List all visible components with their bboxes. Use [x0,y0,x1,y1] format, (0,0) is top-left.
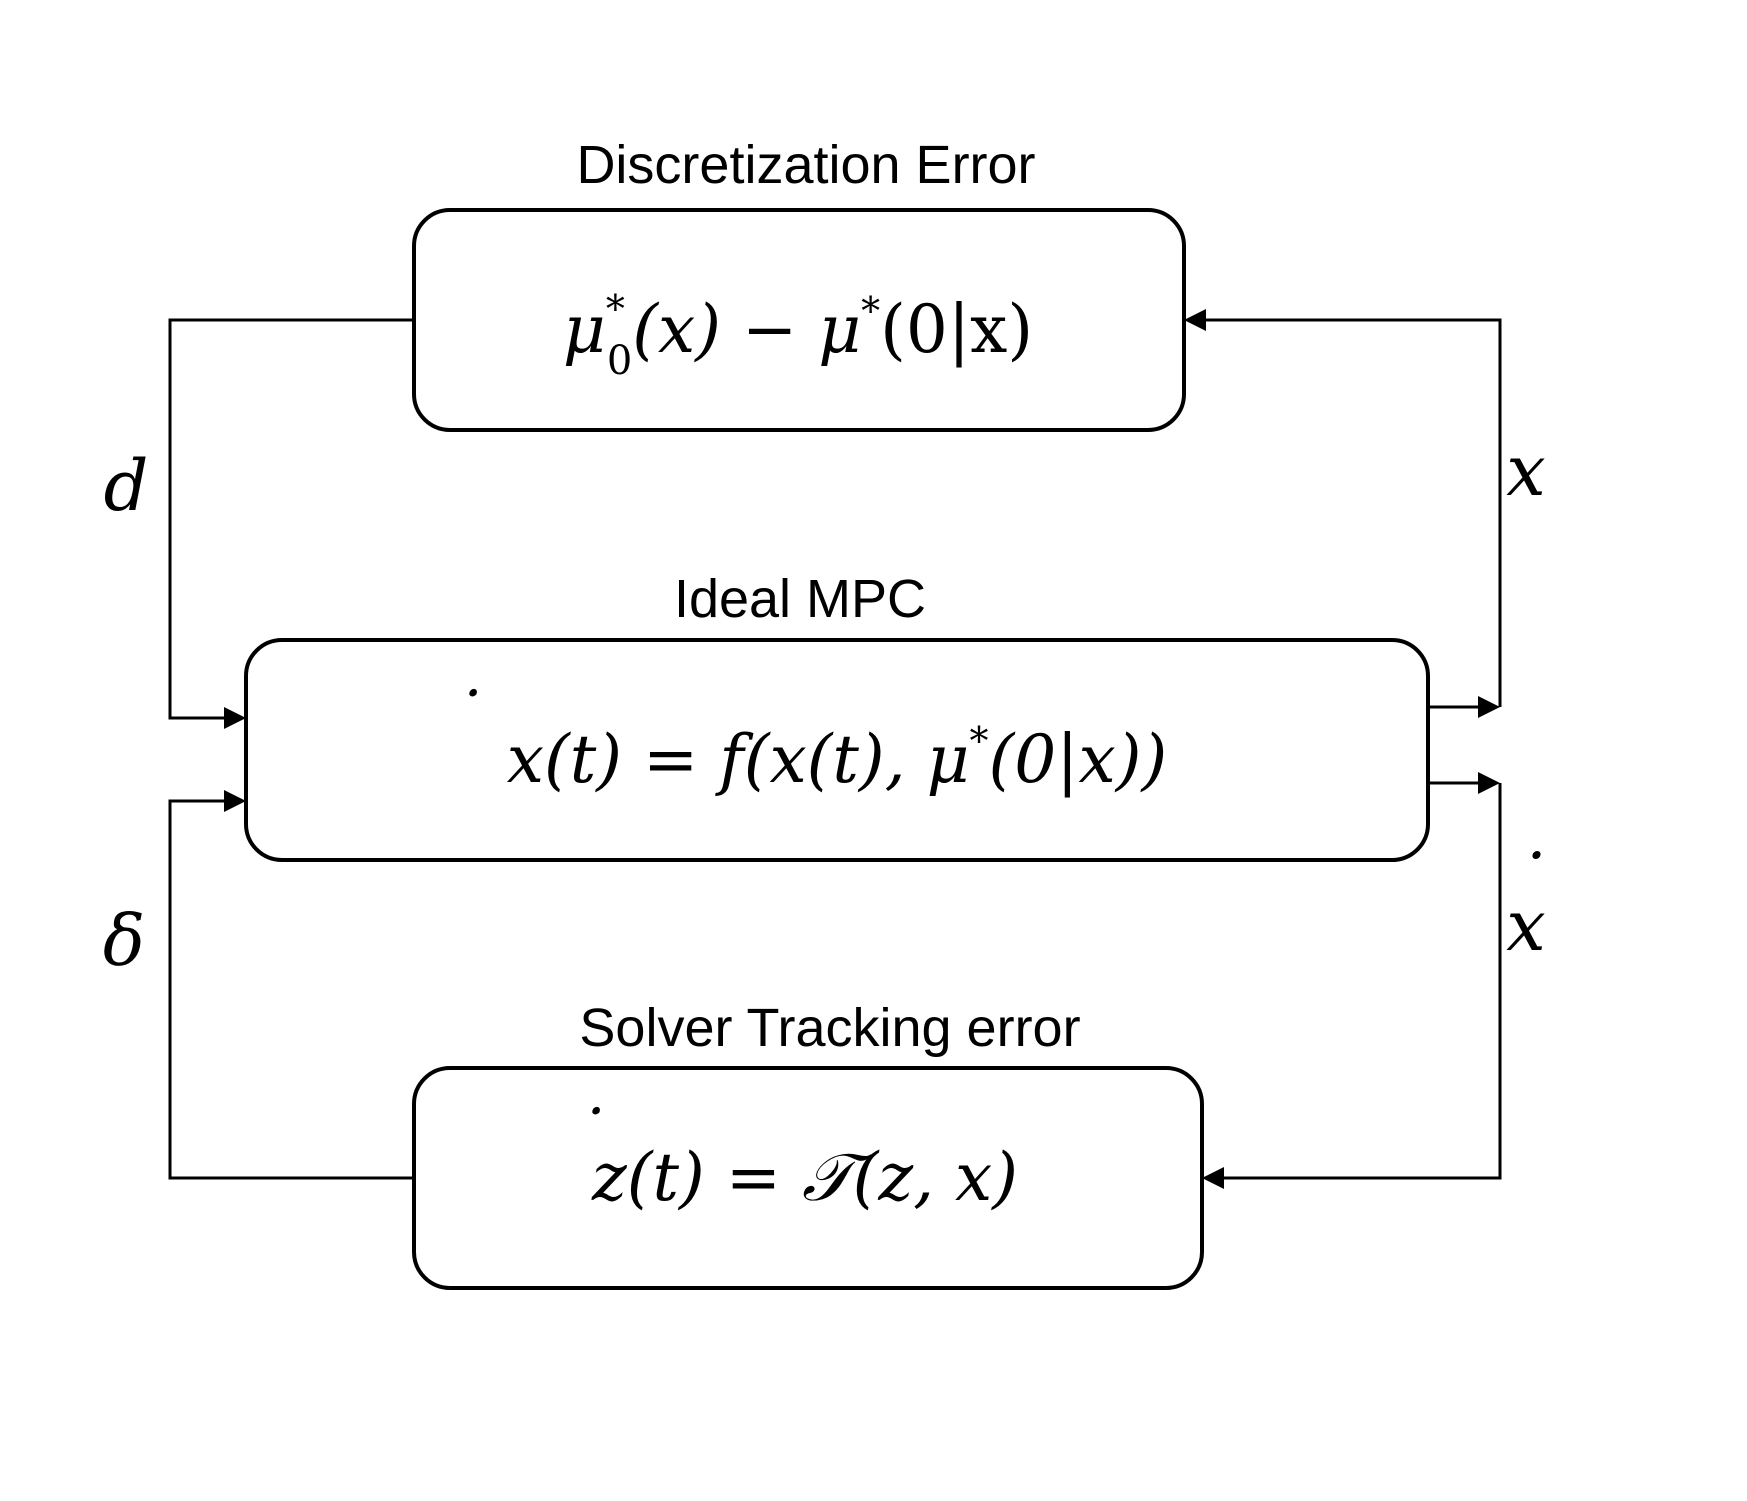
ideal-mpc-equation-dot: ˙ [451,679,484,756]
x-signal-wire [1204,318,1502,707]
ideal-mpc-title: Ideal MPC [674,569,926,629]
xdot-signal-dot: ˙ [1513,840,1548,922]
xdot-arrowhead [1202,1167,1224,1189]
ideal-mpc-block [244,638,1430,862]
delta-signal-label: δ [103,900,145,982]
discretization-error-title: Discretization Error [576,135,1035,195]
xdot-signal-wire [1222,783,1502,1180]
d-arrowhead [224,707,246,729]
d-signal-label: d [104,445,149,527]
solver-tracking-equation: z(t) = 𝒯(z, x) [591,1139,1018,1216]
ideal-mpc-equation: x(t) = f(x(t), μ*(0|x)) [507,719,1168,798]
x-signal-label: x [1506,430,1545,512]
xdot-signal-label: x [1506,885,1545,967]
solver-tracking-equation-dot: ˙ [574,1097,607,1174]
x-arrowhead [1184,309,1206,331]
solver-tracking-error-title: Solver Tracking error [579,998,1080,1058]
x-output-arrowhead [1478,696,1500,718]
delta-signal-wire [168,799,414,1180]
d-signal-wire [168,318,414,720]
discretization-error-equation: μ*0(x) − μ*(0|x) [563,287,1033,384]
delta-arrowhead [224,790,246,812]
xdot-output-arrowhead [1478,772,1500,794]
